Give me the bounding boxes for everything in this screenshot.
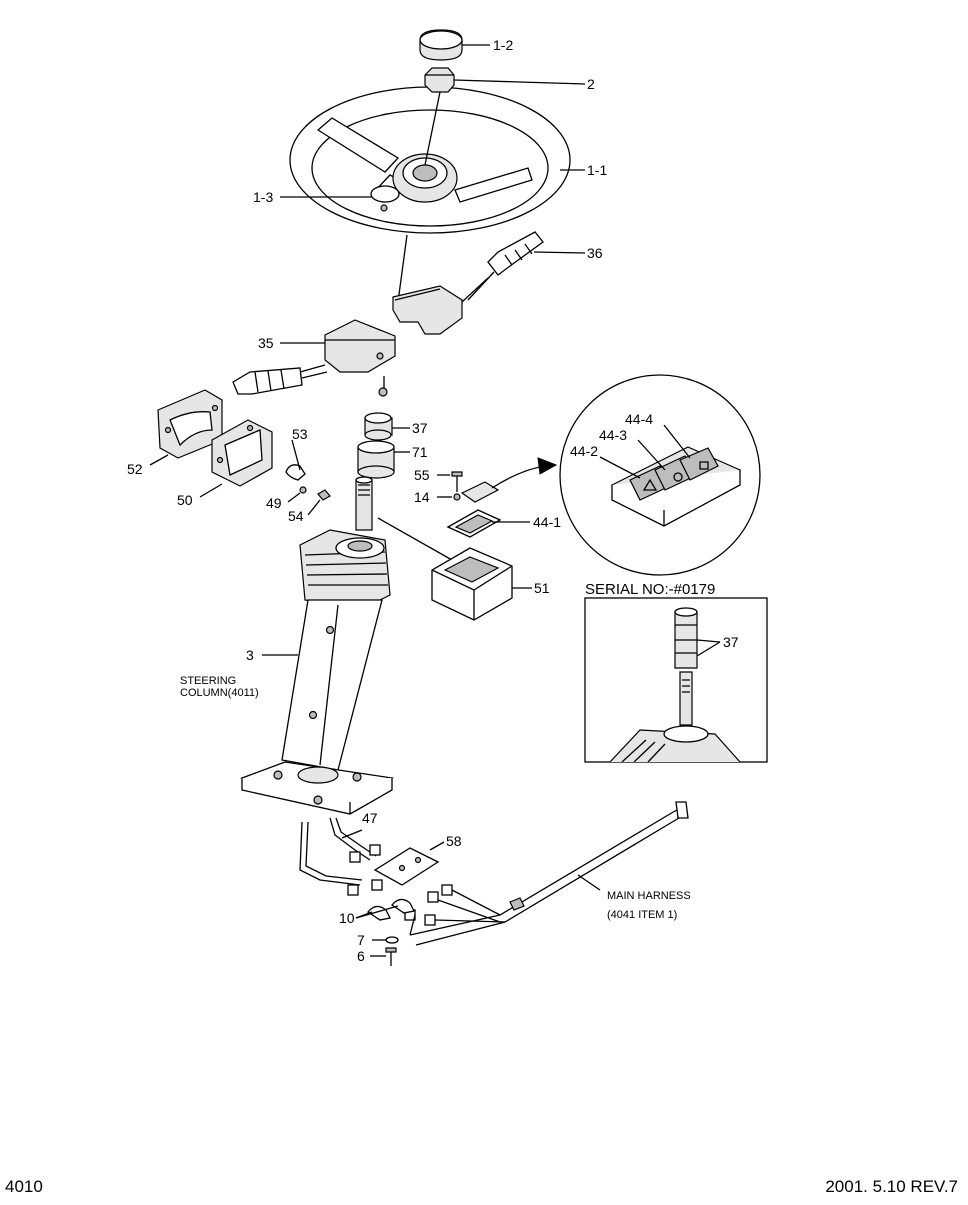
callout-54: 54 (288, 508, 304, 524)
callout-3: 3 (246, 647, 254, 663)
callout-44-2: 44-2 (570, 443, 598, 459)
callout-37-inset: 37 (723, 634, 739, 650)
clamp-53 (285, 464, 306, 481)
callout-55: 55 (414, 467, 430, 483)
steering-column-note-line1: STEERING (180, 675, 236, 687)
switch-bezel-44-1 (446, 509, 502, 538)
callout-44-1: 44-1 (533, 514, 561, 530)
serial-number-note: SERIAL NO:-#0179 (585, 581, 715, 598)
callout-6: 6 (357, 948, 365, 964)
bolt-54 (317, 489, 331, 501)
combination-switch-right (392, 231, 544, 335)
callout-51: 51 (534, 580, 550, 596)
nut (424, 67, 455, 93)
callout-71: 71 (412, 444, 428, 460)
washer-7 (385, 936, 399, 944)
callout-47: 47 (362, 810, 378, 826)
bushing-71 (357, 440, 395, 479)
steering-column (239, 476, 394, 815)
main-harness (299, 801, 689, 946)
washer-49 (299, 486, 307, 494)
callout-58: 58 (446, 833, 462, 849)
callout-53: 53 (292, 426, 308, 442)
bushing-37 (364, 412, 393, 441)
callout-52: 52 (127, 461, 143, 477)
callout-14: 14 (414, 489, 430, 505)
callout-2: 2 (587, 76, 595, 92)
main-harness-note-line1: MAIN HARNESS (607, 890, 691, 902)
callout-49: 49 (266, 495, 282, 511)
callout-1-2: 1-2 (493, 37, 513, 53)
switch-detail-view (559, 374, 761, 576)
steering-column-note-line2: COLUMN(4011) (180, 687, 259, 699)
callout-1-1: 1-1 (587, 162, 607, 178)
contact-plate (370, 185, 400, 212)
switch-44 (460, 481, 500, 503)
washer-14 (453, 493, 461, 501)
serial-inset (584, 597, 768, 763)
steering-wheel (289, 86, 571, 234)
callout-10: 10 (339, 910, 355, 926)
main-harness-note-line2: (4041 ITEM 1) (607, 909, 677, 921)
callout-44-4: 44-4 (625, 411, 653, 427)
screw-55 (451, 471, 463, 492)
callout-7: 7 (357, 932, 365, 948)
revision-date: 2001. 5.10 REV.7 (825, 1177, 958, 1196)
combination-switch-left (232, 319, 396, 395)
bracket-58 (373, 847, 440, 886)
bolt-6 (385, 947, 397, 966)
switch-box-51 (431, 547, 513, 621)
callout-35: 35 (258, 335, 274, 351)
callout-1-3: 1-3 (253, 189, 273, 205)
page-code: 4010 (5, 1177, 43, 1196)
callout-44-3: 44-3 (599, 427, 627, 443)
bracket-50 (211, 419, 273, 487)
callout-36: 36 (587, 245, 603, 261)
horn-cap (419, 29, 463, 61)
callout-50: 50 (177, 492, 193, 508)
callout-37: 37 (412, 420, 428, 436)
